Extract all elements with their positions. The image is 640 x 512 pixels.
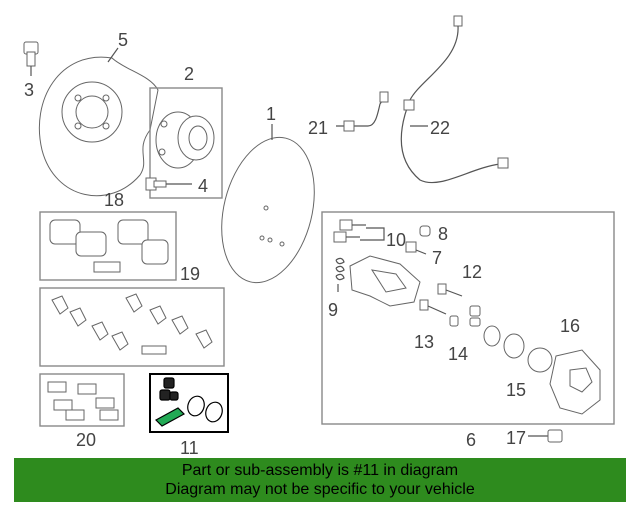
part-16-caliper[interactable] <box>549 349 601 415</box>
callout-15: 15 <box>506 380 526 400</box>
callout-14: 14 <box>448 344 468 364</box>
part-19-hardware-kit[interactable] <box>51 293 213 355</box>
part-9-spring[interactable] <box>335 257 345 292</box>
part-12-guide-pin[interactable] <box>437 283 463 297</box>
part-11-highlight-box[interactable] <box>149 373 229 433</box>
part-20-clips[interactable] <box>47 381 119 421</box>
part-22-abs-sensor[interactable] <box>400 15 509 184</box>
callout-8: 8 <box>438 224 448 244</box>
callout-10: 10 <box>386 230 406 250</box>
part-14-boot[interactable] <box>449 305 481 327</box>
part-8-cap[interactable] <box>419 225 431 237</box>
caliper-carrier[interactable] <box>349 255 421 307</box>
callout-13: 13 <box>414 332 434 352</box>
callout-3: 3 <box>24 80 34 100</box>
parts-diagram: 3 5 2 4 1 21 <box>23 15 615 458</box>
part-7-bleeder[interactable] <box>405 241 427 255</box>
part-2-box <box>149 87 223 199</box>
part-2-hub[interactable] <box>155 111 215 169</box>
info-banner: Part or sub-assembly is #11 in diagram D… <box>14 458 626 502</box>
callout-12: 12 <box>462 262 482 282</box>
callout-1: 1 <box>266 104 276 124</box>
callout-7: 7 <box>432 248 442 268</box>
part-15-piston[interactable] <box>483 325 553 373</box>
part-21-sensor-wire[interactable] <box>336 91 389 132</box>
part-13-pin[interactable] <box>419 299 447 315</box>
callout-16: 16 <box>560 316 580 336</box>
callout-2: 2 <box>184 64 194 84</box>
part-4-stud[interactable] <box>145 177 192 191</box>
part-6-box <box>321 211 615 425</box>
callout-6: 6 <box>466 430 476 450</box>
callout-9: 9 <box>328 300 338 320</box>
part-19-box <box>39 287 225 367</box>
callout-19: 19 <box>180 264 200 284</box>
part-17-bolt[interactable] <box>528 429 563 443</box>
callout-17: 17 <box>506 428 526 448</box>
callout-22: 22 <box>430 118 450 138</box>
part-11-seal-kit[interactable] <box>155 377 225 427</box>
callout-20: 20 <box>76 430 96 450</box>
part-10-bolts[interactable] <box>333 219 366 243</box>
callout-18: 18 <box>104 190 124 210</box>
banner-line-1: Part or sub-assembly is #11 in diagram <box>181 462 459 479</box>
part-20-box <box>39 373 125 427</box>
callout-5: 5 <box>118 30 128 50</box>
callout-11: 11 <box>180 438 199 458</box>
callout-21: 21 <box>308 118 328 138</box>
part-1-rotor[interactable] <box>207 128 328 293</box>
part-5-backing-plate[interactable] <box>38 56 159 197</box>
callout-4: 4 <box>198 176 208 196</box>
part-18-brake-pads[interactable] <box>49 219 169 273</box>
part-18-box <box>39 211 177 281</box>
banner-line-2: Diagram may not be specific to your vehi… <box>165 481 475 498</box>
part-3-bolt[interactable] <box>23 41 39 76</box>
